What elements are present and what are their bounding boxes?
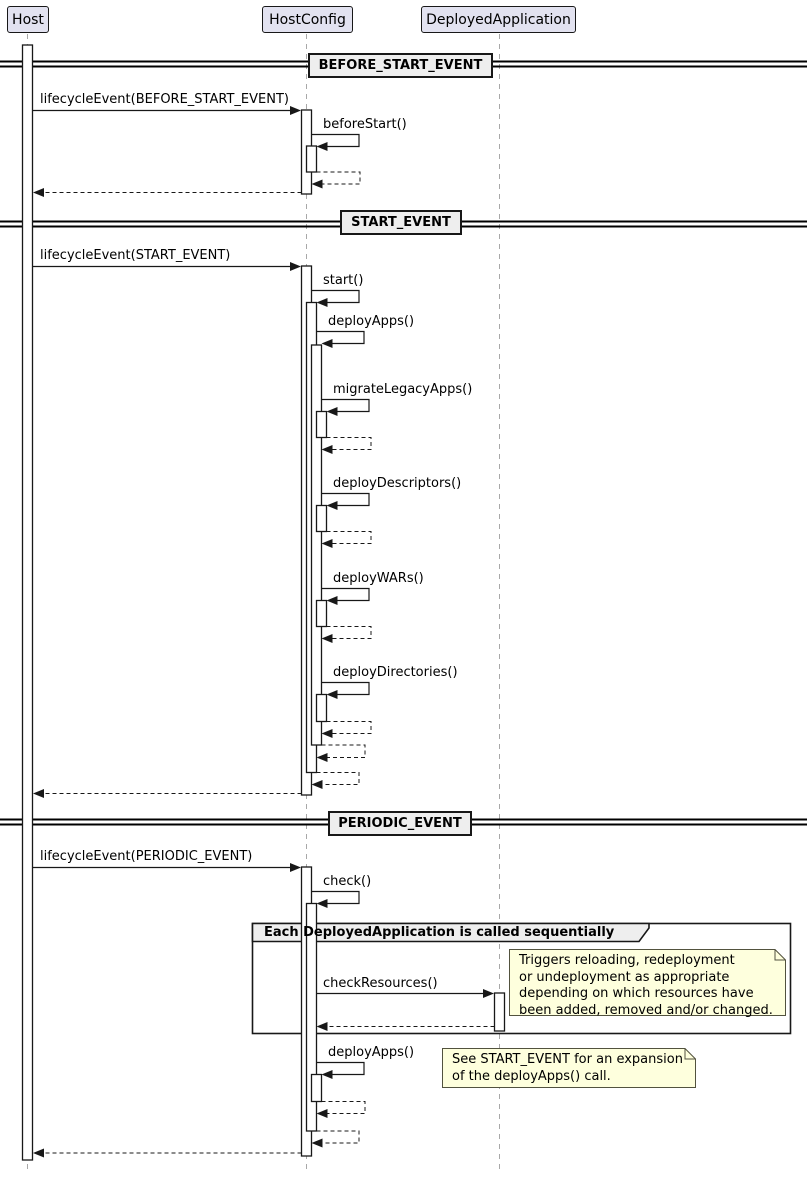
message-label: deployApps()	[328, 1045, 415, 1060]
self-call-arrow	[321, 681, 370, 696]
activation-bar-hostconfig	[315, 693, 328, 723]
self-call-arrow	[321, 587, 370, 602]
arrowhead	[290, 106, 301, 115]
arrowhead	[33, 1148, 44, 1158]
arrowhead	[311, 179, 323, 189]
arrowhead	[316, 899, 328, 908]
arrowhead	[321, 729, 333, 738]
self-return-arrow	[326, 437, 372, 450]
message-label: lifecycleEvent(PERIODIC_EVENT)	[40, 849, 253, 864]
note-see-start-event	[442, 1048, 696, 1088]
arrowhead	[326, 596, 338, 605]
group-title: Each DeployedApplication is called seque…	[264, 925, 615, 940]
message-label: lifecycleEvent(BEFORE_START_EVENT)	[40, 92, 289, 107]
activation-bar-hostconfig	[310, 1073, 323, 1103]
activation-bar-hostconfig	[305, 145, 318, 173]
arrowhead	[316, 298, 328, 307]
activation-bar-hostconfig	[310, 344, 323, 746]
self-return-arrow	[321, 1101, 366, 1114]
participant-deployedapplication: DeployedApplication	[421, 6, 576, 33]
arrowhead	[316, 1022, 328, 1031]
arrowhead	[483, 989, 494, 998]
message-label: migrateLegacyApps()	[333, 382, 473, 397]
arrowhead	[290, 863, 301, 872]
self-return-arrow	[316, 171, 361, 185]
divider-periodic-event: PERIODIC_EVENT	[328, 811, 472, 836]
message-label: lifecycleEvent(START_EVENT)	[40, 248, 231, 263]
activation-bar-hostconfig	[315, 599, 328, 628]
arrowhead	[326, 407, 338, 416]
self-return-arrow	[321, 744, 366, 758]
participant-label: DeployedApplication	[426, 11, 571, 28]
note-fold-icon	[684, 1048, 696, 1060]
arrowhead	[326, 501, 338, 510]
participant-label: Host	[12, 11, 44, 28]
message-label: deployApps()	[328, 314, 415, 329]
message-label: beforeStart()	[323, 117, 407, 132]
arrowhead	[321, 1070, 333, 1079]
activation-bar-deployedapplication	[493, 992, 506, 1032]
participant-hostconfig: HostConfig	[262, 6, 353, 33]
divider-before-start-event: BEFORE_START_EVENT	[308, 53, 493, 78]
arrowhead	[311, 780, 323, 789]
arrowhead	[321, 634, 333, 643]
arrowhead	[290, 262, 301, 271]
activation-bar-hostconfig	[315, 410, 328, 439]
note-fold-icon	[774, 949, 786, 961]
activation-bar-hostconfig	[315, 504, 328, 533]
self-call-arrow	[316, 330, 365, 345]
arrowhead	[33, 789, 44, 798]
activation-bar-host	[21, 44, 34, 1161]
self-call-arrow	[321, 398, 370, 413]
self-call-arrow	[316, 1061, 365, 1076]
arrowhead	[321, 445, 333, 454]
self-call-arrow	[311, 133, 360, 148]
participant-host: Host	[7, 6, 49, 33]
self-return-arrow	[326, 531, 372, 544]
self-return-arrow	[316, 1130, 360, 1144]
activation-bar-hostconfig	[305, 902, 318, 1132]
arrowhead	[316, 1109, 328, 1118]
self-return-arrow	[326, 626, 372, 639]
note-text: See START_EVENT for an expansion of the …	[452, 1052, 683, 1084]
self-return-arrow	[326, 721, 372, 734]
message-label: deployDirectories()	[333, 665, 458, 680]
note-text: Triggers reloading, redeployment or unde…	[519, 953, 773, 1018]
arrowhead	[321, 339, 333, 348]
self-call-arrow	[321, 492, 370, 507]
message-label: deployDescriptors()	[333, 476, 462, 491]
self-return-arrow	[316, 772, 360, 785]
message-label: start()	[323, 273, 364, 288]
message-label: deployWARs()	[333, 571, 424, 586]
note-triggers	[509, 949, 786, 1016]
arrowhead	[311, 1138, 323, 1148]
self-call-arrow	[311, 890, 360, 905]
arrowhead	[33, 188, 44, 197]
message-label: checkResources()	[323, 976, 438, 991]
arrowhead	[321, 539, 333, 548]
arrowhead	[316, 142, 328, 151]
divider-start-event: START_EVENT	[340, 210, 462, 235]
participant-label: HostConfig	[269, 11, 346, 28]
arrowhead	[326, 690, 338, 699]
group-header	[251, 922, 650, 943]
self-call-arrow	[311, 289, 360, 304]
arrowhead	[316, 753, 328, 762]
message-label: check()	[323, 874, 372, 889]
